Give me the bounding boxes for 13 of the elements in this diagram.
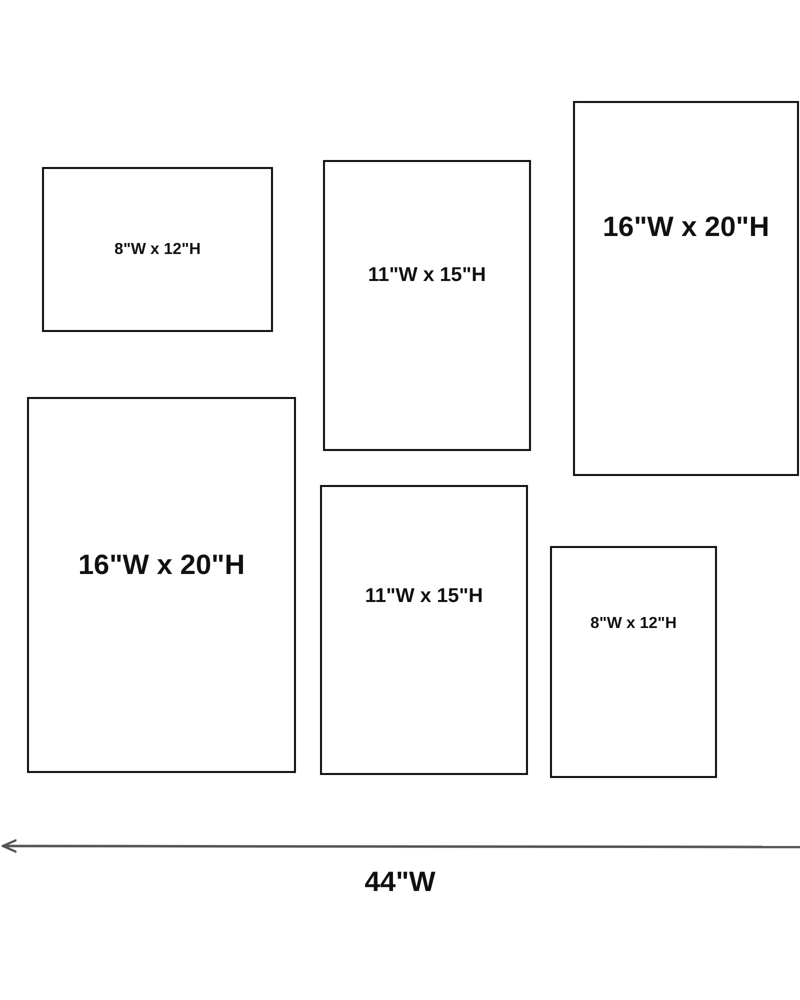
dimension-label: 44"W: [364, 866, 436, 898]
size-label: 16"W x 20"H: [78, 549, 245, 581]
frame-outline: [550, 546, 717, 778]
frame-outline: [27, 397, 296, 773]
size-label: 11"W x 15"H: [368, 264, 486, 287]
size-label: 16"W x 20"H: [602, 210, 770, 242]
frame-outline: [42, 167, 273, 332]
size-label: 11"W x 15"H: [365, 584, 483, 608]
size-label: 8"W x 12"H: [590, 615, 677, 633]
frame-outline: [323, 160, 531, 451]
size-label: 8"W x 12"H: [114, 240, 201, 258]
frame-outline: [320, 485, 528, 775]
frame-outline: [573, 101, 799, 476]
